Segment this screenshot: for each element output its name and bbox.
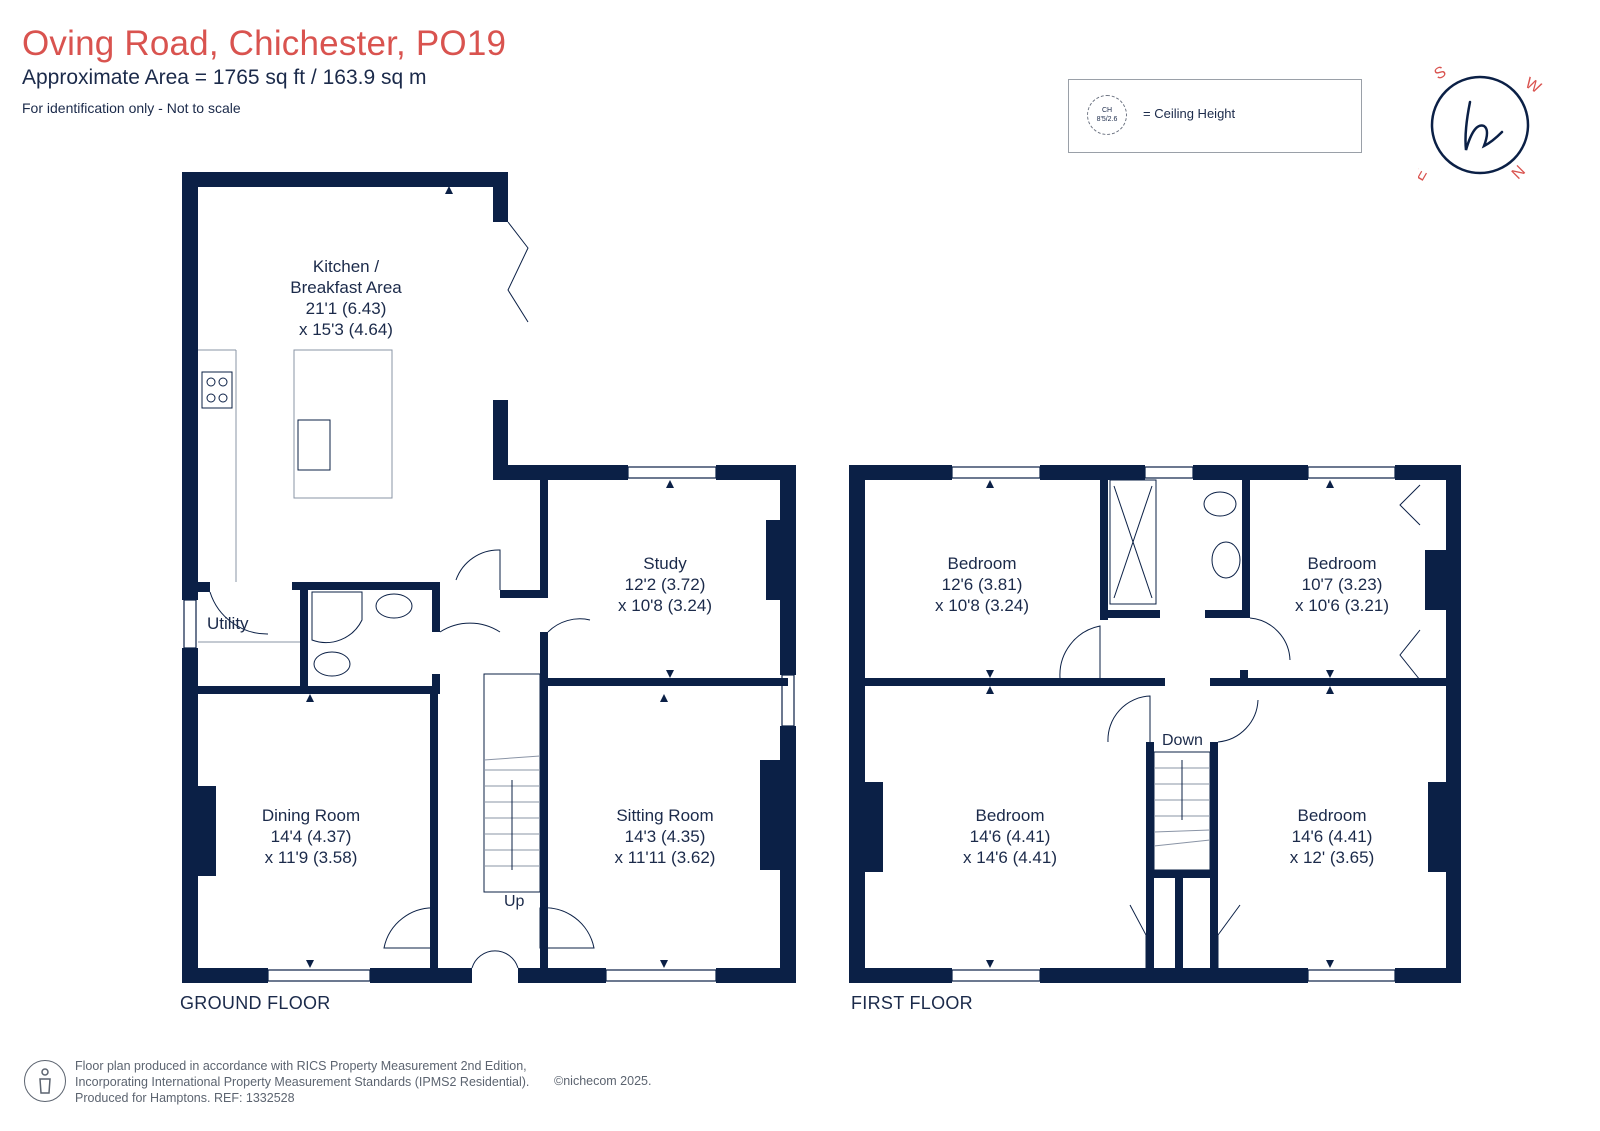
room-dining-line2: 14'4 (4.37) xyxy=(270,827,352,846)
room-study-line1: Study xyxy=(643,554,687,573)
room-bedroom-4: Bedroom 14'6 (4.41) x 12' (3.65) xyxy=(1290,805,1375,868)
first-floor-label: FIRST FLOOR xyxy=(851,993,973,1013)
property-title: Oving Road, Chichester, PO19 xyxy=(22,24,507,63)
room-bedroom-1: Bedroom 12'6 (3.81) x 10'8 (3.24) xyxy=(935,553,1029,616)
room-bedroom-4-line1: Bedroom xyxy=(1297,806,1367,825)
room-kitchen-line2: Breakfast Area xyxy=(290,278,402,297)
room-sitting-line3: x 11'11 (3.62) xyxy=(614,848,716,867)
room-bedroom-3: Bedroom 14'6 (4.41) x 14'6 (4.41) xyxy=(963,805,1057,868)
room-dining: Dining Room 14'4 (4.37) x 11'9 (3.58) xyxy=(262,805,360,868)
fixtures xyxy=(198,221,1421,969)
room-bedroom-1-line2: 12'6 (3.81) xyxy=(941,575,1023,594)
room-kitchen-line3: 21'1 (6.43) xyxy=(305,299,387,318)
stairs-down-label: Down xyxy=(1162,732,1203,749)
room-sitting: Sitting Room 14'3 (4.35) x 11'11 (3.62) xyxy=(615,805,716,868)
badge-line-2: 8'5/2.6 xyxy=(1096,116,1118,123)
ceiling-height-badge-icon: CH 8'5/2.6 xyxy=(1087,95,1127,135)
walls xyxy=(182,172,1461,983)
footer-line-3: Produced for Hamptons. REF: 1332528 xyxy=(75,1091,295,1105)
room-utility: Utility xyxy=(207,614,249,633)
badge-line-1: CH xyxy=(1101,107,1113,114)
room-bedroom-2: Bedroom 10'7 (3.23) x 10'6 (3.21) xyxy=(1295,553,1389,616)
room-study: Study 12'2 (3.72) x 10'8 (3.24) xyxy=(618,553,712,616)
room-bedroom-3-line3: x 14'6 (4.41) xyxy=(963,848,1057,867)
stairs-up-label: Up xyxy=(504,893,525,910)
room-bedroom-2-line1: Bedroom xyxy=(1307,554,1377,573)
identification-note: For identification only - Not to scale xyxy=(22,100,241,116)
footer-line-1: Floor plan produced in accordance with R… xyxy=(75,1059,527,1073)
room-kitchen-line1: Kitchen / xyxy=(312,257,380,276)
room-kitchen-line4: x 15'3 (4.64) xyxy=(299,320,393,339)
room-bedroom-4-line2: 14'6 (4.41) xyxy=(1291,827,1373,846)
room-kitchen: Kitchen / Breakfast Area 21'1 (6.43) x 1… xyxy=(290,256,402,340)
compass-logo-icon: S W E N xyxy=(1418,63,1544,184)
info-person-icon xyxy=(24,1060,66,1102)
room-dining-line3: x 11'9 (3.58) xyxy=(264,848,358,867)
room-bedroom-3-line2: 14'6 (4.41) xyxy=(969,827,1051,846)
dimension-arrows xyxy=(306,186,1334,968)
room-bedroom-1-line1: Bedroom xyxy=(947,554,1017,573)
footer-copyright: ©nichecom 2025. xyxy=(554,1074,652,1088)
ground-floor-label: GROUND FLOOR xyxy=(180,993,331,1013)
room-bedroom-2-line3: x 10'6 (3.21) xyxy=(1295,596,1389,615)
room-bedroom-4-line3: x 12' (3.65) xyxy=(1289,848,1375,867)
room-bedroom-3-line1: Bedroom xyxy=(975,806,1045,825)
room-sitting-line2: 14'3 (4.35) xyxy=(624,827,706,846)
ceiling-height-legend: CH 8'5/2.6 = Ceiling Height xyxy=(1068,79,1362,153)
legend-text: = Ceiling Height xyxy=(1143,106,1236,121)
room-study-line2: 12'2 (3.72) xyxy=(624,575,706,594)
room-study-line3: x 10'8 (3.24) xyxy=(618,596,712,615)
room-sitting-line1: Sitting Room xyxy=(616,806,714,825)
footer-credits: Floor plan produced in accordance with R… xyxy=(75,1058,529,1106)
windows xyxy=(183,466,1396,982)
room-bedroom-2-line2: 10'7 (3.23) xyxy=(1301,575,1383,594)
room-bedroom-1-line3: x 10'8 (3.24) xyxy=(935,596,1029,615)
approximate-area: Approximate Area = 1765 sq ft / 163.9 sq… xyxy=(22,66,427,89)
room-dining-line1: Dining Room xyxy=(261,806,361,825)
footer-line-2: Incorporating International Property Mea… xyxy=(75,1075,530,1089)
